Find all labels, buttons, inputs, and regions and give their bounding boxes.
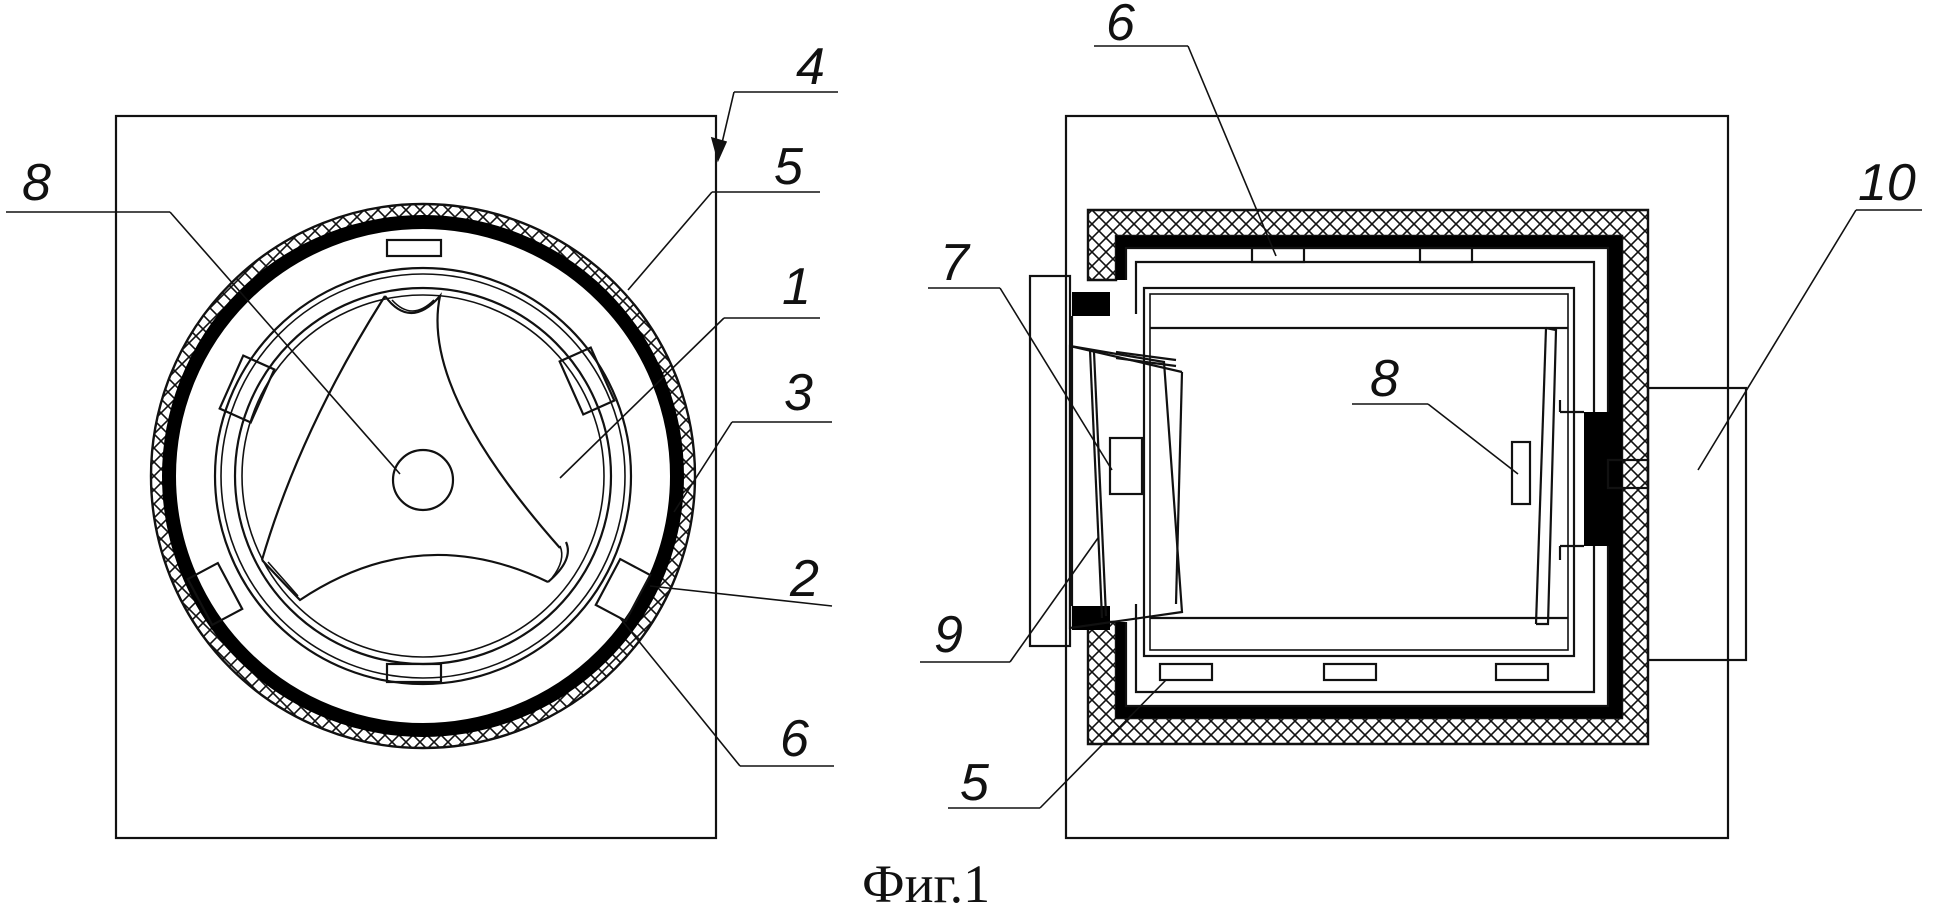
motor-shaft: [1606, 458, 1650, 490]
housing-front: [114, 114, 718, 840]
label-9: 9: [934, 606, 963, 664]
label-4: 4: [796, 38, 825, 96]
label-8-side: 8: [1370, 350, 1399, 408]
front-view: 8 4 5 1 3 2 6: [6, 38, 838, 840]
label-7: 7: [940, 234, 971, 292]
leader-lines-side: [920, 45, 1922, 809]
heater-tab: [218, 354, 276, 424]
drum-hub: [391, 448, 455, 512]
door-seal-top: [1072, 292, 1110, 316]
figure-caption: Фиг.1: [862, 854, 990, 914]
heater-tab: [186, 561, 244, 627]
tank-inner-ring: [220, 273, 626, 679]
heater-shell: [1116, 236, 1622, 718]
heater-tab: [594, 557, 652, 623]
side-view: 6 7 8 10 9 5: [920, 0, 1922, 840]
heater-tabs-side: [1158, 246, 1550, 682]
label-5-front: 5: [774, 138, 804, 196]
label-10: 10: [1858, 154, 1916, 212]
door-sensor: [1108, 436, 1144, 496]
heater-tabs: [186, 238, 652, 684]
label-1: 1: [782, 258, 811, 316]
label-5-side: 5: [960, 754, 990, 812]
label-6-side: 6: [1106, 0, 1135, 52]
heater-ring: [162, 215, 684, 737]
label-2: 2: [789, 550, 819, 608]
heater-tab: [385, 238, 443, 258]
label-6-front: 6: [780, 710, 809, 768]
door: [1028, 274, 1184, 648]
label-8-front: 8: [22, 154, 51, 212]
tank-ring: [213, 266, 633, 686]
drum-side: [1142, 286, 1576, 658]
rear-heater-block: [1584, 412, 1608, 546]
label-3: 3: [784, 364, 813, 422]
motor: [1646, 386, 1748, 662]
leader-lines-front: [6, 91, 838, 767]
rear-sensor: [1510, 440, 1532, 506]
drum: [233, 286, 613, 666]
housing-side: [1064, 114, 1730, 840]
